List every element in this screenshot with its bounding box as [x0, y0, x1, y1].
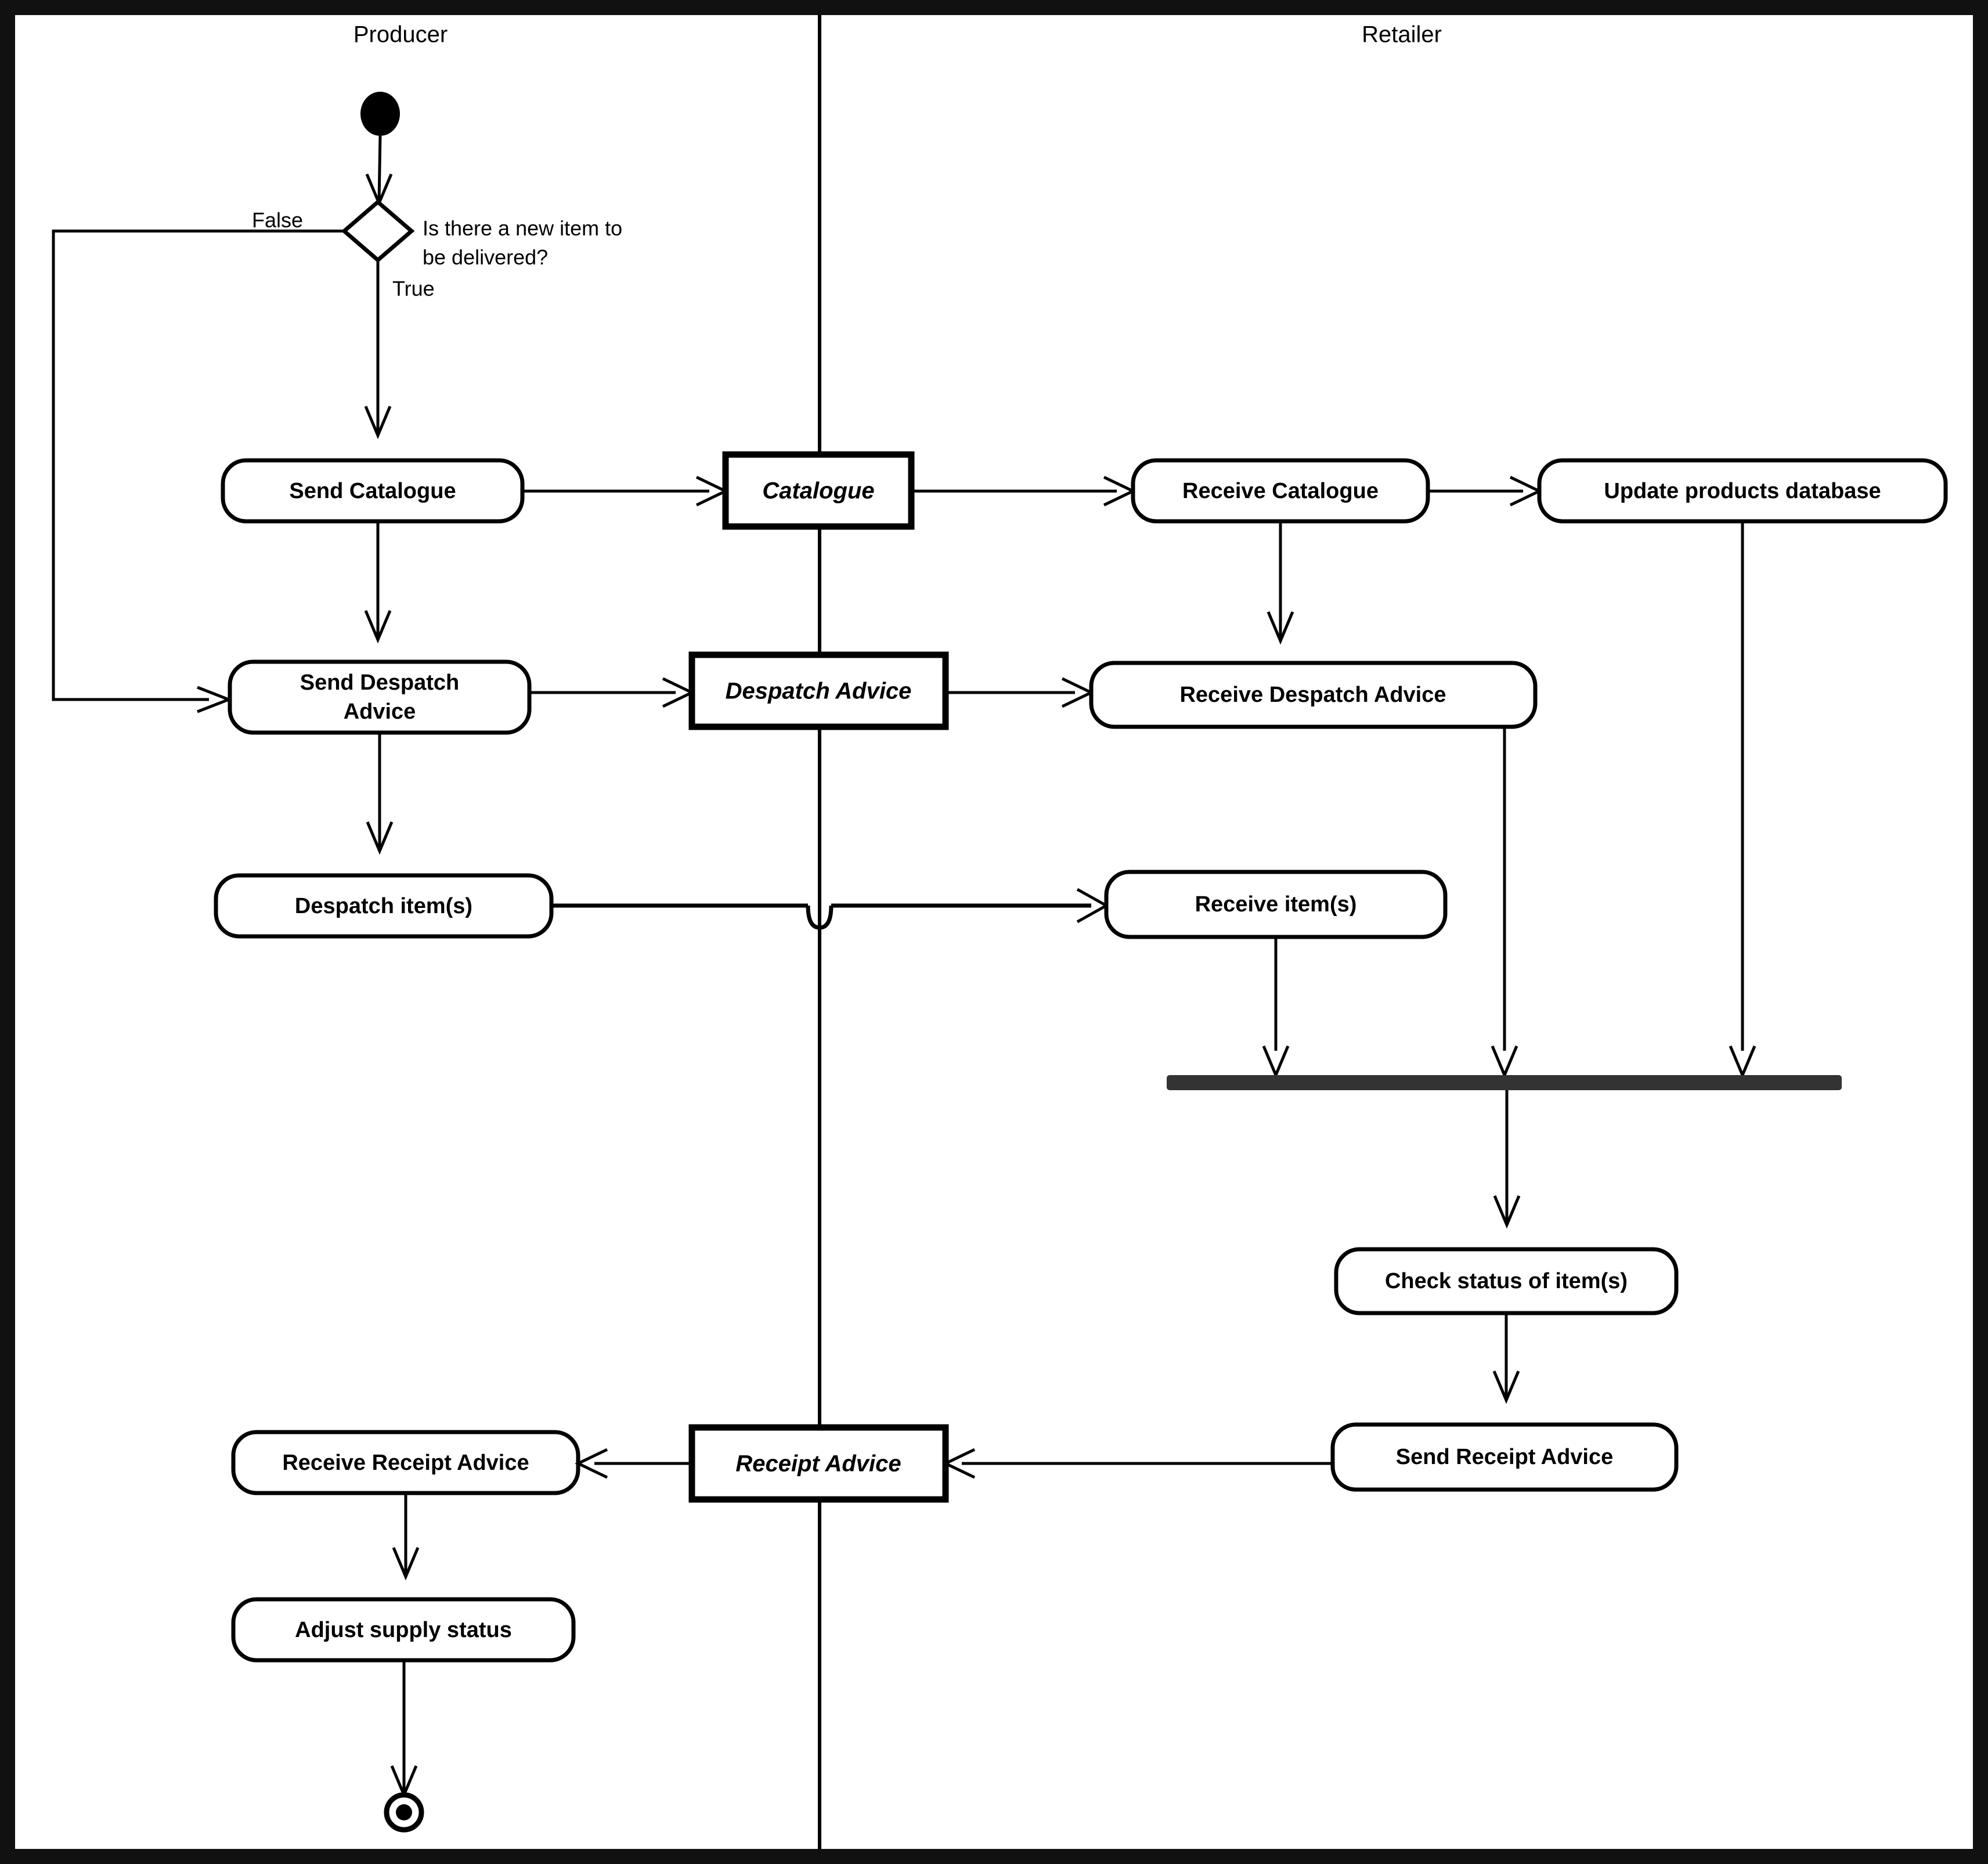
activity-label-update-products-database: Update products database	[1604, 479, 1881, 503]
decision-question-line2: be delivered?	[423, 246, 548, 269]
signal-label-catalogue: Catalogue	[762, 478, 874, 504]
lane-header-retailer: Retailer	[1362, 22, 1442, 48]
arrowhead-true-into-send-catalogue	[364, 406, 392, 439]
signal-despatch-advice[interactable]	[688, 651, 949, 730]
activity-label-send-catalogue: Send Catalogue	[289, 479, 456, 503]
edge-divider-jump	[806, 905, 834, 930]
decision-question-line1: Is there a new item to	[423, 217, 622, 240]
signal-label-despatch-advice: Despatch Advice	[726, 679, 912, 704]
activity-receive-despatch-advice[interactable]	[1089, 661, 1538, 729]
lane-header-producer: Producer	[353, 22, 448, 48]
guard-label-true: True	[392, 277, 435, 301]
arrowhead-to-receive-receipt-advice	[575, 1448, 608, 1479]
edge-decision-false-loop	[52, 229, 344, 701]
arrowhead-send-catalogue-to-send-despatch	[364, 610, 392, 644]
activity-label-receive-despatch-advice: Receive Despatch Advice	[1179, 683, 1446, 707]
signal-label-receipt-advice: Receipt Advice	[735, 1451, 901, 1477]
activity-label-receive-catalogue: Receive Catalogue	[1182, 479, 1379, 503]
activity-label-receive-receipt-advice: Receive Receipt Advice	[282, 1451, 529, 1475]
arrowhead-sync-to-check-status	[1493, 1195, 1521, 1229]
arrowhead-check-status-to-send-receipt	[1492, 1371, 1520, 1404]
join-bar	[1167, 1075, 1842, 1090]
arrowhead-send-despatch-to-despatch-items	[366, 821, 394, 855]
arrowhead-receive-receipt-to-adjust	[392, 1547, 420, 1581]
activity-label-send-despatch-advice-line1: Send Despatch	[300, 670, 460, 695]
activity-label-receive-items: Receive item(s)	[1195, 892, 1357, 917]
activity-label-check-status-of-items: Check status of item(s)	[1385, 1269, 1628, 1293]
activity-label-send-receipt-advice: Send Receipt Advice	[1396, 1445, 1614, 1469]
activity-label-adjust-supply-status: Adjust supply status	[295, 1618, 512, 1642]
initial-node	[360, 92, 400, 136]
final-node-dot	[396, 1804, 412, 1820]
decision-node	[341, 199, 415, 263]
activity-label-despatch-items: Despatch item(s)	[295, 894, 472, 918]
activity-send-receipt-advice[interactable]	[1330, 1422, 1679, 1492]
edge-initial-to-decision	[377, 135, 382, 203]
guard-label-false: False	[252, 208, 303, 232]
arrowhead-receive-catalogue-to-receive-despatch	[1267, 611, 1294, 645]
arrowhead-to-receipt-advice-signal	[942, 1448, 976, 1479]
activity-label-send-despatch-advice-line2: Advice	[344, 700, 416, 724]
